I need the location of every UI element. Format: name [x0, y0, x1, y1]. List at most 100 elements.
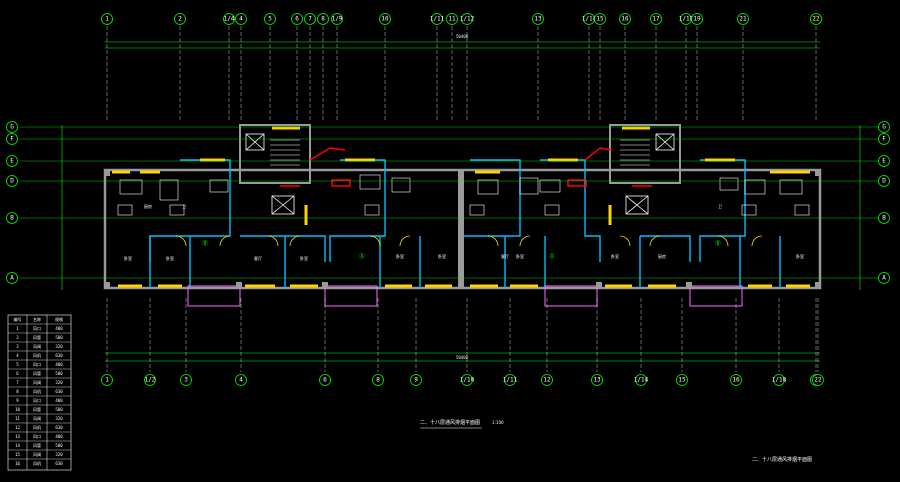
axis-bubble-top: 1/9	[331, 13, 343, 25]
room-label: 卧室	[516, 253, 524, 259]
axis-bubble-left: D	[6, 175, 18, 187]
axis-bubble-bottom: 12	[541, 374, 553, 386]
axis-label-bottom: 15	[678, 377, 686, 384]
axis-label-side: A	[882, 275, 886, 282]
axis-bubble-bottom: 15	[676, 374, 688, 386]
axis-bubble-top: 1/11	[430, 13, 445, 25]
axis-bubble-bottom: 4	[235, 374, 247, 386]
axis-label-top: 22	[812, 16, 820, 23]
room-label: 厨房	[144, 203, 152, 209]
room-label: 客厅	[501, 253, 509, 259]
axis-bubble-bottom: 1	[101, 374, 113, 386]
axis-bubble-left: G	[6, 121, 18, 133]
axis-bubble-bottom: 1/11	[503, 374, 518, 386]
axis-bubble-top: 21	[737, 13, 749, 25]
legend-cell: 风机	[33, 424, 41, 430]
axis-label-bottom: 1	[105, 377, 109, 384]
room-label: 卧室	[166, 255, 174, 261]
legend-cell: 风口	[33, 362, 41, 367]
axis-label-top: 1/18	[679, 16, 694, 23]
legend-cell: 7	[16, 380, 19, 385]
room-label: 厨房	[658, 253, 666, 259]
axis-label-top: 15	[596, 16, 604, 23]
axis-label-side: E	[882, 158, 886, 165]
area-tag-a-right: Ⓐ	[549, 253, 555, 261]
bottom-total-dimension: 50400	[456, 355, 469, 360]
axis-bubble-left: F	[6, 133, 18, 145]
legend-cell: 400	[55, 326, 63, 331]
legend-cell: 320	[55, 452, 63, 457]
axis-bubble-bottom: 16	[730, 374, 742, 386]
axis-label-bottom: 9	[414, 377, 418, 384]
room-label: 卧室	[396, 253, 404, 259]
axis-bubble-top: 13	[532, 13, 544, 25]
legend-header: 编号	[14, 316, 22, 322]
axis-label-bottom: 22	[814, 377, 822, 384]
legend-cell: 12	[15, 425, 20, 430]
axis-label-top: 17	[652, 16, 660, 23]
axis-bubble-right: G	[878, 121, 890, 133]
legend-cell: 风机	[33, 460, 41, 466]
axis-bubble-bottom: 1/10	[460, 374, 475, 386]
axis-bubble-top: 1	[101, 13, 113, 25]
legend-cell: 风管	[33, 442, 41, 448]
axis-bubble-top: 10	[379, 13, 391, 25]
legend-cell: 500	[55, 407, 63, 412]
axis-bubble-top: 1/12	[460, 13, 475, 25]
legend-cell: 630	[55, 389, 63, 394]
axis-label-top: 1/14	[582, 16, 597, 23]
axis-bubble-top: 6	[291, 13, 303, 25]
legend-cell: 3	[16, 344, 19, 349]
axis-bubble-top: 1/4	[223, 13, 235, 25]
legend-cell: 8	[16, 389, 19, 394]
axis-label-top: 1/12	[460, 16, 475, 23]
room-label: 卫	[718, 204, 722, 209]
room-label: 卧室	[796, 253, 804, 259]
axis-label-bottom: 1/2	[145, 377, 156, 384]
legend-cell: 630	[55, 461, 63, 466]
room-label: 客厅	[254, 255, 262, 261]
axis-bubble-right: F	[878, 133, 890, 145]
legend-cell: 风口	[33, 326, 41, 331]
legend-header: 名称	[33, 316, 41, 322]
axis-bubble-top: 11	[446, 13, 458, 25]
axis-label-side: A	[10, 275, 14, 282]
axis-label-top: 1/9	[332, 16, 343, 23]
axis-bubble-right: B	[878, 212, 890, 224]
legend-cell: 400	[55, 362, 63, 367]
area-tag-a-left: Ⓐ	[359, 253, 365, 261]
axis-bubble-right: D	[878, 175, 890, 187]
axis-label-bottom: 1/10	[460, 377, 475, 384]
drawing-scale: 1:100	[492, 420, 504, 425]
room-labels: 卧室卧室客厅卧室卧室厨房卫卧室客厅卧室卧室厨房卫卧室	[124, 203, 804, 261]
axis-bubble-bottom: 1/2	[144, 374, 156, 386]
axis-bubble-top: 22	[810, 13, 822, 25]
axis-bubble-left: A	[6, 272, 18, 284]
room-label: 卧室	[300, 255, 308, 261]
legend-cell: 9	[16, 398, 19, 403]
axis-label-top: 1	[105, 16, 109, 23]
room-label: 卧室	[438, 253, 446, 259]
axis-bubble-left: E	[6, 155, 18, 167]
legend-cell: 15	[15, 452, 20, 457]
axis-label-side: B	[882, 215, 886, 222]
axis-bubble-top: 2	[174, 13, 186, 25]
legend-cell: 400	[55, 434, 63, 439]
legend-cell: 风阀	[33, 451, 41, 457]
axis-label-top: 11	[448, 16, 456, 23]
room-label: 卧室	[124, 255, 132, 261]
legend-cell: 16	[15, 461, 20, 466]
axis-label-bottom: 6	[323, 377, 327, 384]
secondary-caption: 二、十八层通风排烟平面图	[752, 456, 812, 463]
axis-label-top: 10	[381, 16, 389, 23]
axis-label-top: 1/11	[430, 16, 445, 23]
axis-label-top: 4	[239, 16, 243, 23]
axis-bubble-bottom: 9	[410, 374, 422, 386]
axis-bubble-bottom: 13	[591, 374, 603, 386]
axis-bubble-top: 4	[235, 13, 247, 25]
axis-bubble-left: B	[6, 212, 18, 224]
axis-label-bottom: 3	[184, 377, 188, 384]
